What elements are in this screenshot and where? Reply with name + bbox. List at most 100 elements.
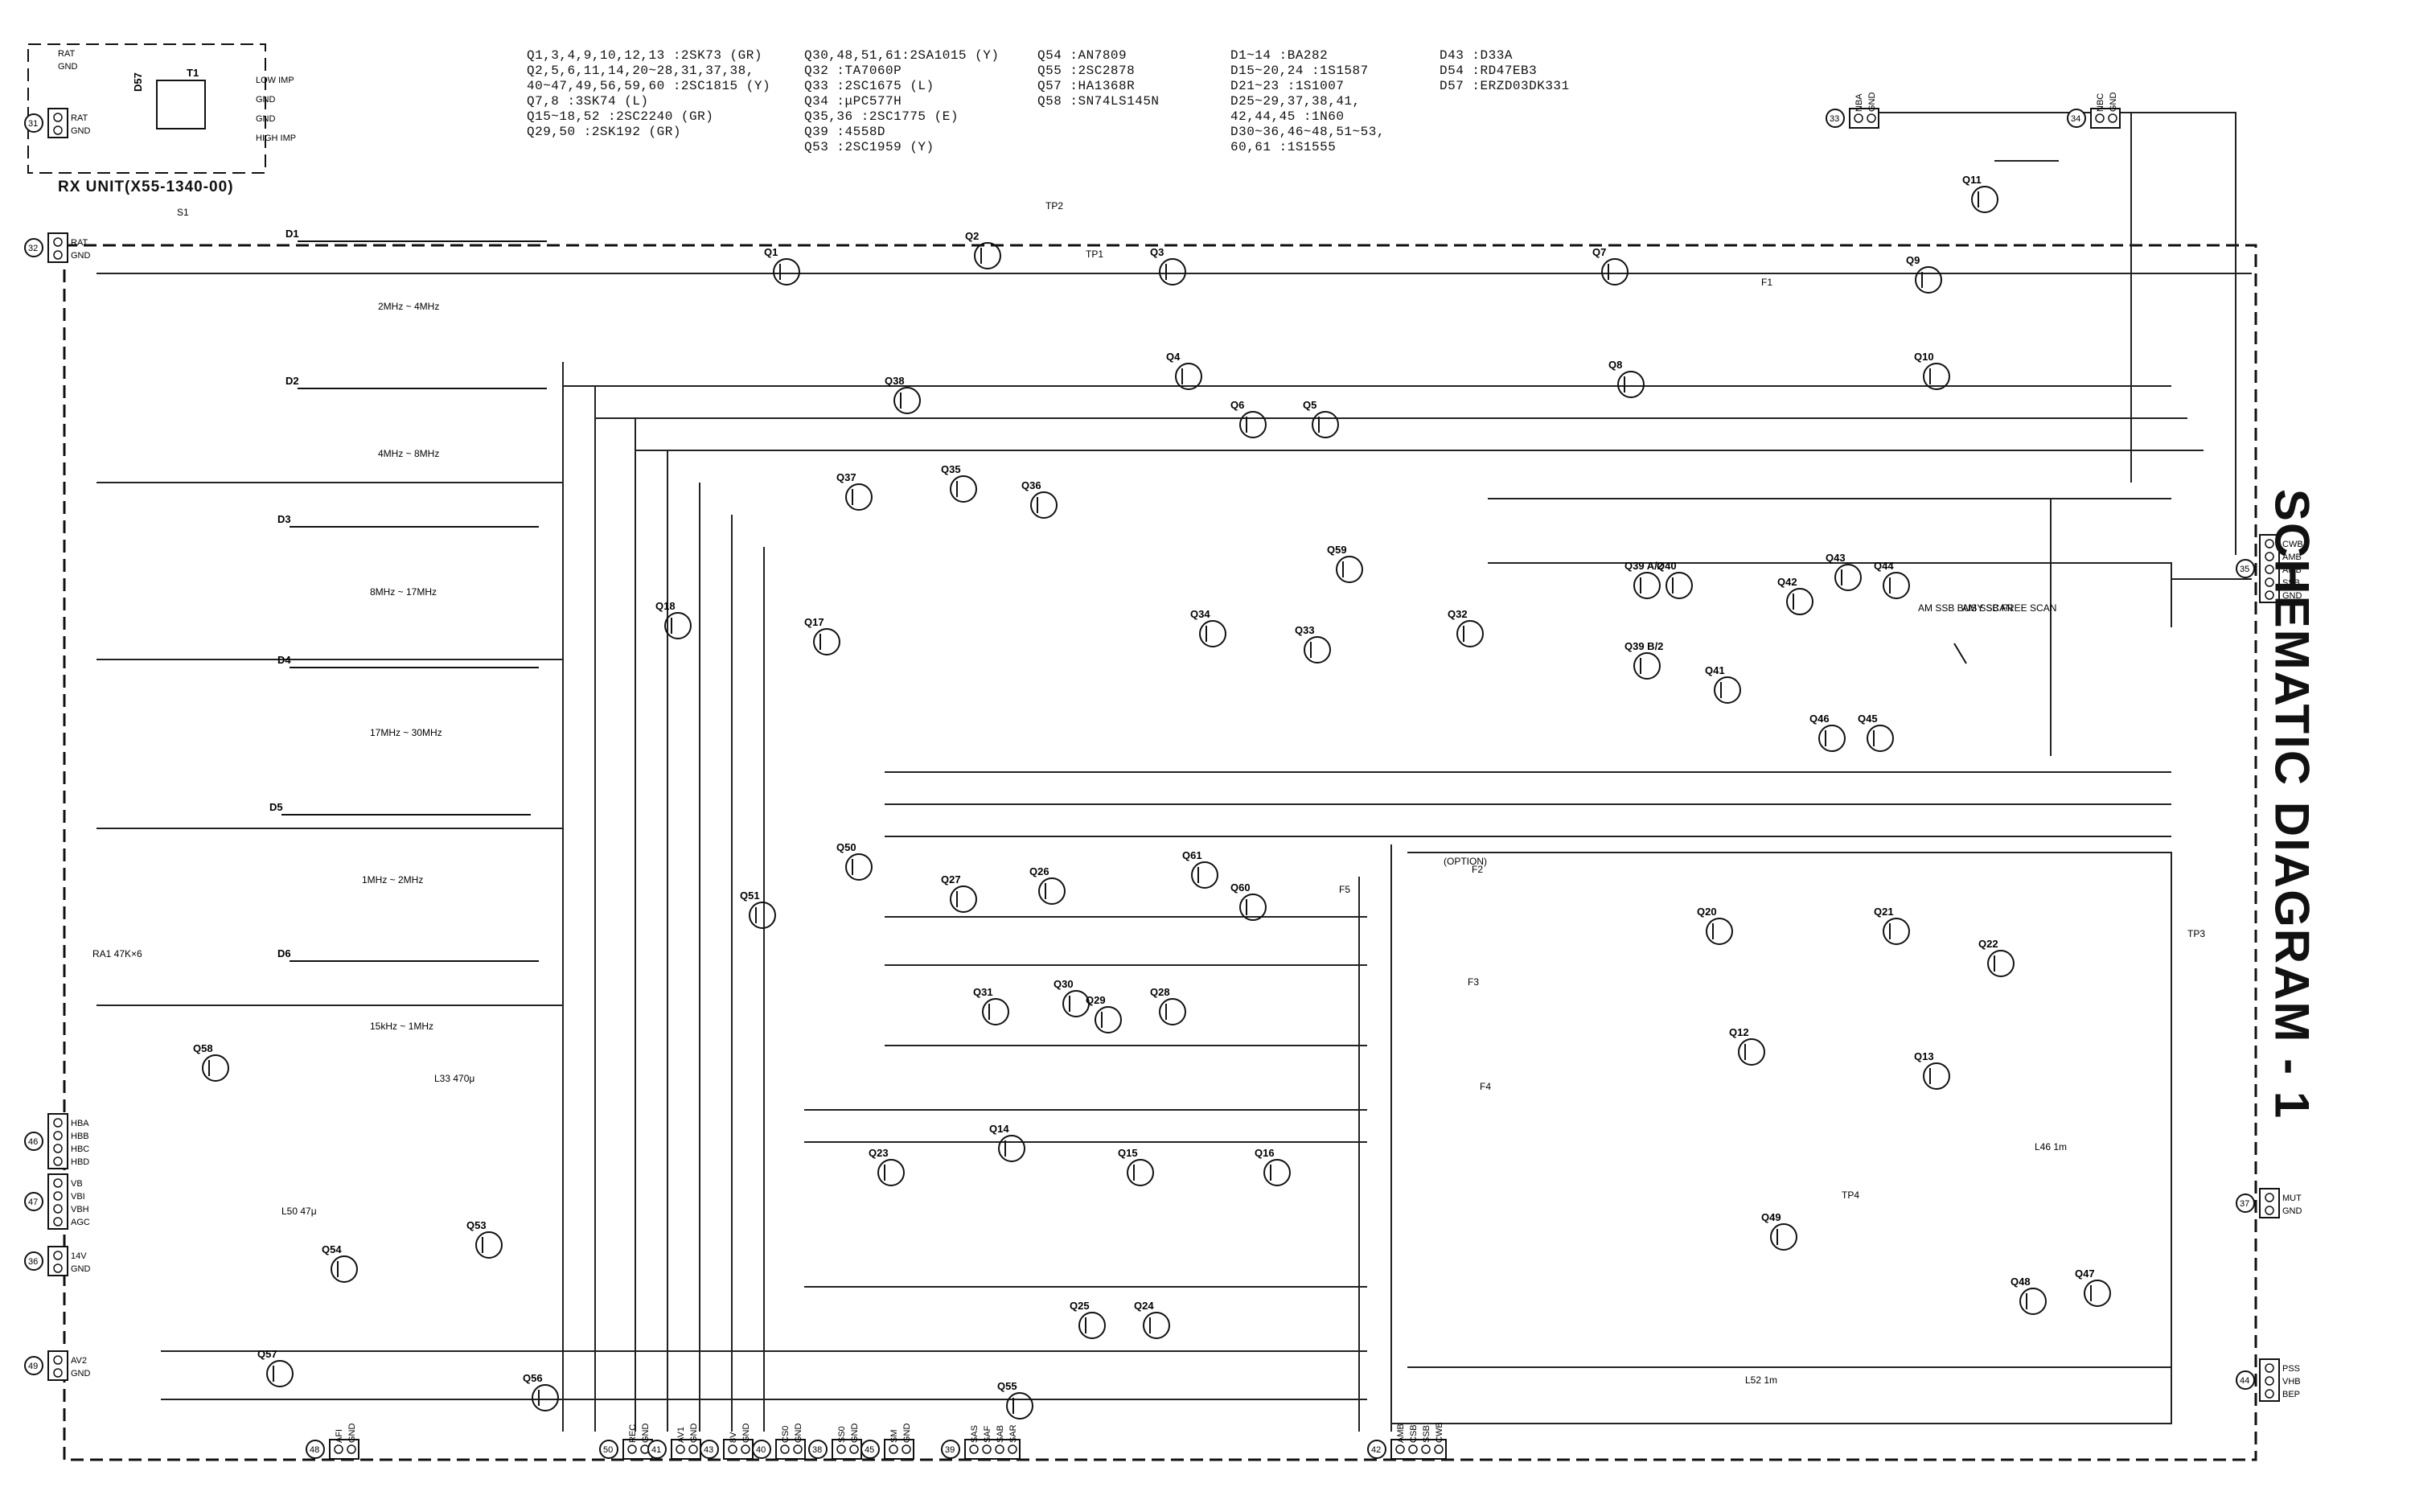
parts-table-col1: Q1,3,4,9,10,12,13 :2SK73 (GR)Q2,5,6,11,1…: [527, 48, 770, 140]
connector-id: 41: [651, 1445, 661, 1455]
misc-label-f4: F4: [1480, 1081, 1491, 1092]
connector-pin-label: GND: [641, 1424, 651, 1444]
connector-id: 46: [28, 1137, 38, 1147]
transistor-symbol: Q37: [836, 471, 873, 511]
component-ref: Q31: [973, 986, 993, 998]
parts-row: Q39 :4558D: [804, 125, 886, 139]
component-ref: Q45: [1858, 713, 1878, 725]
transistor-symbol: Q17: [804, 616, 840, 655]
connector-pin-label: SAF: [983, 1425, 992, 1443]
transistor-symbol: Q55: [997, 1380, 1033, 1420]
transistor-symbol: Q7: [1592, 246, 1629, 286]
component-ref: Q21: [1874, 906, 1894, 918]
parts-row: D30~36,46~48,51~53,: [1230, 125, 1385, 139]
misc-label-l50: L50 47μ: [281, 1206, 317, 1217]
connector-pin-label: SAR: [1008, 1424, 1018, 1443]
component-ref: Q38: [885, 375, 905, 387]
band-range-label: 17MHz ~ 30MHz: [370, 727, 442, 738]
connector-pin-label: HBA: [71, 1119, 89, 1128]
component-ref: Q16: [1255, 1147, 1275, 1159]
transistor-symbol: Q5: [1303, 399, 1339, 438]
component-ref: Q57: [257, 1348, 277, 1360]
misc-label-l46: L46 1m: [2035, 1141, 2067, 1152]
connector-pin-label: CSB: [1409, 1424, 1419, 1443]
transistor-symbol: Q36: [1021, 479, 1058, 519]
parts-row: D54 :RD47EB3: [1440, 64, 1538, 78]
connector-id: 42: [1371, 1445, 1381, 1455]
parts-row: 42,44,45 :1N60: [1230, 109, 1345, 124]
transistor-symbol: Q58: [193, 1042, 229, 1082]
component-ref: Q50: [836, 841, 856, 853]
transistor-symbol: Q20: [1697, 906, 1733, 945]
diagram-title: SCHEMATIC DIAGRAM - 1: [2265, 442, 2319, 1166]
component-ref: Q10: [1914, 351, 1934, 363]
band-diode-ref: D5: [269, 801, 283, 813]
parts-row: Q1,3,4,9,10,12,13 :2SK73 (GR): [527, 48, 762, 63]
parts-row: Q7,8 :3SK74 (L): [527, 94, 649, 109]
transistor-symbol: Q41: [1705, 664, 1741, 704]
board-outline: [27, 43, 2257, 1461]
component-ref: Q8: [1608, 359, 1622, 371]
transistor-symbol: Q9: [1906, 254, 1942, 294]
connector-pin-label: VHB: [2282, 1377, 2301, 1387]
connector-pin-label: GND: [71, 1264, 91, 1274]
band-range-label: 1MHz ~ 2MHz: [362, 874, 423, 885]
parts-row: Q57 :HA1368R: [1037, 79, 1136, 93]
d57-label: D57: [132, 72, 144, 92]
transistor-symbol: Q11: [1962, 174, 1998, 213]
component-ref: Q12: [1729, 1026, 1749, 1038]
transistor-symbol: Q10: [1914, 351, 1950, 390]
connector-id: 31: [28, 119, 38, 129]
connector-pin-label: SS0: [837, 1426, 847, 1443]
component-ref: Q20: [1697, 906, 1717, 918]
transistor-symbol: Q6: [1230, 399, 1267, 438]
misc-label-tp3: TP3: [2187, 928, 2205, 939]
component-ref: Q61: [1182, 849, 1202, 861]
transistor-symbol: Q14: [989, 1123, 1025, 1162]
antenna-pin-label: GND: [58, 62, 78, 72]
parts-row: 60,61 :1S1555: [1230, 140, 1337, 154]
component-ref: Q2: [965, 230, 979, 242]
component-ref: Q6: [1230, 399, 1244, 411]
connector-pin-label: AV2: [71, 1356, 87, 1366]
connector-pin-label: SAB: [996, 1425, 1005, 1443]
transistor-symbol: Q2: [965, 230, 1001, 269]
transistor-symbol: Q35: [941, 463, 977, 503]
connector-pin-label: VBH: [71, 1205, 89, 1214]
transistor-symbol: Q23: [869, 1147, 905, 1186]
transistor-symbol: Q39 B/2: [1624, 640, 1663, 680]
transistor-symbol: Q43: [1826, 552, 1862, 591]
component-ref: Q1: [764, 246, 778, 258]
component-ref: Q14: [989, 1123, 1009, 1135]
band-range-label: 8MHz ~ 17MHz: [370, 586, 437, 598]
misc-label-tp4: TP4: [1842, 1189, 1859, 1201]
t1-tap-label: LOW IMP: [256, 76, 294, 85]
transistor-symbol: Q16: [1255, 1147, 1291, 1186]
connector-id: 44: [2240, 1376, 2249, 1386]
parts-row: D57 :ERZD03DK331: [1440, 79, 1570, 93]
connector-id: 33: [1830, 114, 1839, 124]
connector-pin-label: RAT: [71, 238, 88, 248]
transistor-symbol: Q34: [1190, 608, 1226, 647]
t1-tap-label: GND: [256, 114, 276, 124]
component-ref: Q47: [2075, 1268, 2095, 1280]
band-range-label: 15kHz ~ 1MHz: [370, 1021, 433, 1032]
component-ref: Q9: [1906, 254, 1920, 266]
connector-id: 36: [28, 1257, 38, 1267]
transistor-symbol: Q22: [1978, 938, 2015, 977]
component-ref: Q44: [1874, 560, 1894, 572]
connector-pin-label: SAS: [970, 1425, 980, 1443]
band-range-label: 2MHz ~ 4MHz: [378, 301, 439, 312]
connector-pin-label: GND: [71, 126, 91, 136]
transistor-symbol: Q51: [740, 890, 776, 929]
connector-pin-label: HBD: [71, 1157, 89, 1167]
connector-pin-label: CWB: [2282, 540, 2303, 549]
component-ref: Q28: [1150, 986, 1170, 998]
